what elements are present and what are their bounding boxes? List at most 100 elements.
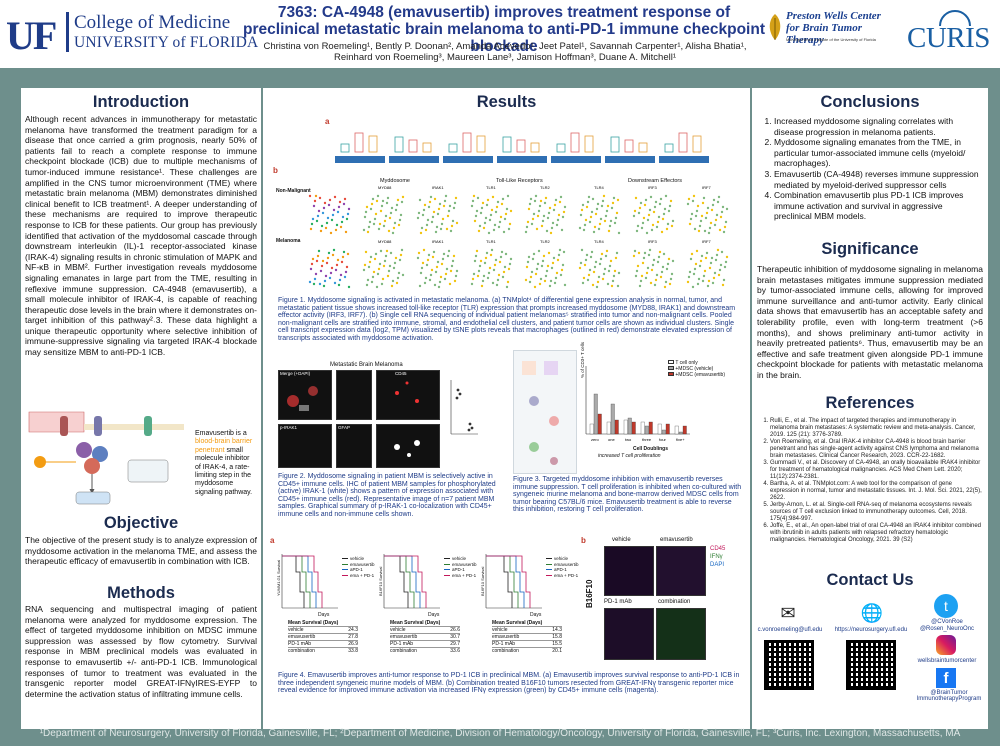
fig1b-cell-point — [606, 282, 610, 286]
fig1b-cell-point — [323, 201, 327, 205]
fig1b-cell-point — [540, 224, 544, 228]
fig1b-cell-point — [370, 280, 374, 284]
poster-header: UF College of Medicine UNIVERSITY of FLO… — [0, 0, 1000, 68]
fig1b-cell-point — [475, 209, 479, 213]
fig1a-box — [610, 136, 620, 153]
fig1b-cell-point — [435, 225, 439, 229]
results-heading: Results — [476, 93, 537, 111]
fig1b-cell-point — [388, 216, 392, 220]
contact-facebook[interactable]: @BrainTumor ImmunotherapyProgram — [916, 690, 982, 702]
fig1b-cell-point — [719, 215, 723, 219]
affiliations-footer: ¹Department of Neurosurgery, University … — [39, 728, 961, 739]
fig1b-cell-point — [542, 214, 546, 218]
fig1b-cell-point — [329, 231, 333, 235]
fig1b-cell-point — [477, 269, 481, 273]
fig1b-cell-point — [314, 194, 318, 198]
fig1b-cell-point — [506, 280, 510, 284]
fig1b-cell-point — [559, 195, 563, 199]
fig1b-cell-point — [556, 258, 560, 262]
methods-heading: Methods — [107, 584, 175, 602]
fig1b-cell-point — [718, 228, 722, 232]
fig1b-cell-point — [343, 275, 347, 279]
fig2-gfap-image — [336, 424, 372, 468]
fig1b-cell-point — [478, 264, 482, 268]
college-line2: UNIVERSITY of FLORIDA — [74, 34, 259, 51]
fig1b-cell-point — [547, 251, 551, 255]
fig1b-cell-point — [397, 223, 401, 227]
fig1b-cell-point — [550, 226, 554, 230]
fig1b-cell-point — [310, 222, 314, 226]
fig1b-cell-point — [391, 231, 395, 235]
fig1b-cell-point — [657, 255, 661, 259]
fig1b-cell-point — [338, 278, 342, 282]
fig1a-box — [530, 142, 540, 153]
fig1b-cell-point — [371, 275, 375, 279]
fig1b-gene-label: MYD88 — [378, 186, 392, 190]
fig1b-cell-point — [438, 202, 442, 206]
fig1a-gene-header — [389, 156, 439, 163]
fig1b-cell-point — [470, 204, 474, 208]
fig1b-cell-point — [705, 211, 709, 215]
fig2-summary-plot — [448, 378, 478, 438]
fig1b-cell-point — [443, 199, 447, 203]
contact-website[interactable]: https://neurosurgery.ufl.edu — [834, 627, 908, 633]
fig1b-cell-point — [552, 256, 556, 260]
fig1b-cell-point — [702, 274, 706, 278]
fig1b-cell-point — [437, 207, 441, 211]
fig4b-pd1-image — [604, 608, 654, 660]
methods-text: RNA sequencing and multispectral imaging… — [25, 604, 257, 699]
fig1b-cell-point — [578, 266, 582, 270]
fig1b-cell-point — [434, 230, 438, 234]
fig1b-cell-point — [454, 274, 458, 278]
fig4-survival-line — [282, 555, 317, 608]
legend-swatch — [546, 558, 552, 560]
fig1b-cell-point — [547, 211, 551, 215]
fig1b-cell-point — [642, 216, 646, 220]
fig1b-cell-point — [314, 272, 318, 276]
fig1b-cell-point — [588, 268, 592, 272]
fig1a-box — [556, 143, 566, 153]
fig1b-cell-point — [615, 251, 619, 255]
college-name: College of Medicine UNIVERSITY of FLORID… — [74, 13, 258, 53]
fig1b-cell-point — [591, 197, 595, 201]
fig3-tick-label: two — [625, 437, 632, 442]
fig1b-cell-point — [473, 259, 477, 263]
fig1b-cell-point — [714, 258, 718, 262]
fig1b-cell-point — [556, 218, 560, 222]
fig1b-gene-label: IRF7 — [702, 239, 711, 244]
fig1b-cell-point — [525, 265, 529, 269]
contact-instagram[interactable]: wellsbraintumorcenter — [917, 658, 977, 664]
fig1b-cell-point — [637, 211, 641, 215]
fig1b-cell-point — [659, 197, 663, 201]
fig1b-cell-point — [488, 218, 492, 222]
fig1b-cell-point — [530, 270, 534, 274]
fig1b-cell-point — [551, 221, 555, 225]
fig1b-cell-point — [724, 260, 728, 264]
fig1b-cell-point — [347, 285, 351, 289]
fig1b-cell-point — [507, 267, 511, 271]
fig1a-box — [502, 136, 512, 153]
fig4-survival-line — [486, 555, 513, 608]
contact-twitter[interactable]: @CVonRoe — [931, 619, 963, 625]
contact-twitter2[interactable]: @Rosen_NeuroOnc — [919, 626, 975, 632]
fig1b-cell-point — [365, 205, 369, 209]
fig1b-gene-label: IRAK1 — [432, 186, 444, 190]
fig1b-cell-point — [652, 258, 656, 262]
fig1b-cell-point — [440, 262, 444, 266]
fig1b-cell-point — [689, 257, 693, 261]
fig1b-cell-point — [695, 209, 699, 213]
fig1b-cell-point — [530, 222, 534, 226]
fig1b-cell-point — [317, 249, 321, 253]
fig1b-cell-point — [592, 270, 596, 274]
fig1b-cell-point — [602, 194, 606, 198]
fig1b-cell-point — [502, 270, 506, 274]
fig1b-cell-point — [617, 271, 621, 275]
fig1b-cell-point — [663, 285, 667, 289]
contact-email[interactable]: c.vonroemeling@ufl.edu — [757, 627, 823, 633]
fig1a-box — [624, 139, 634, 153]
fig4-ylabel-3: B16F10 Survival — [480, 566, 485, 596]
fig1b-cell-point — [483, 261, 487, 265]
